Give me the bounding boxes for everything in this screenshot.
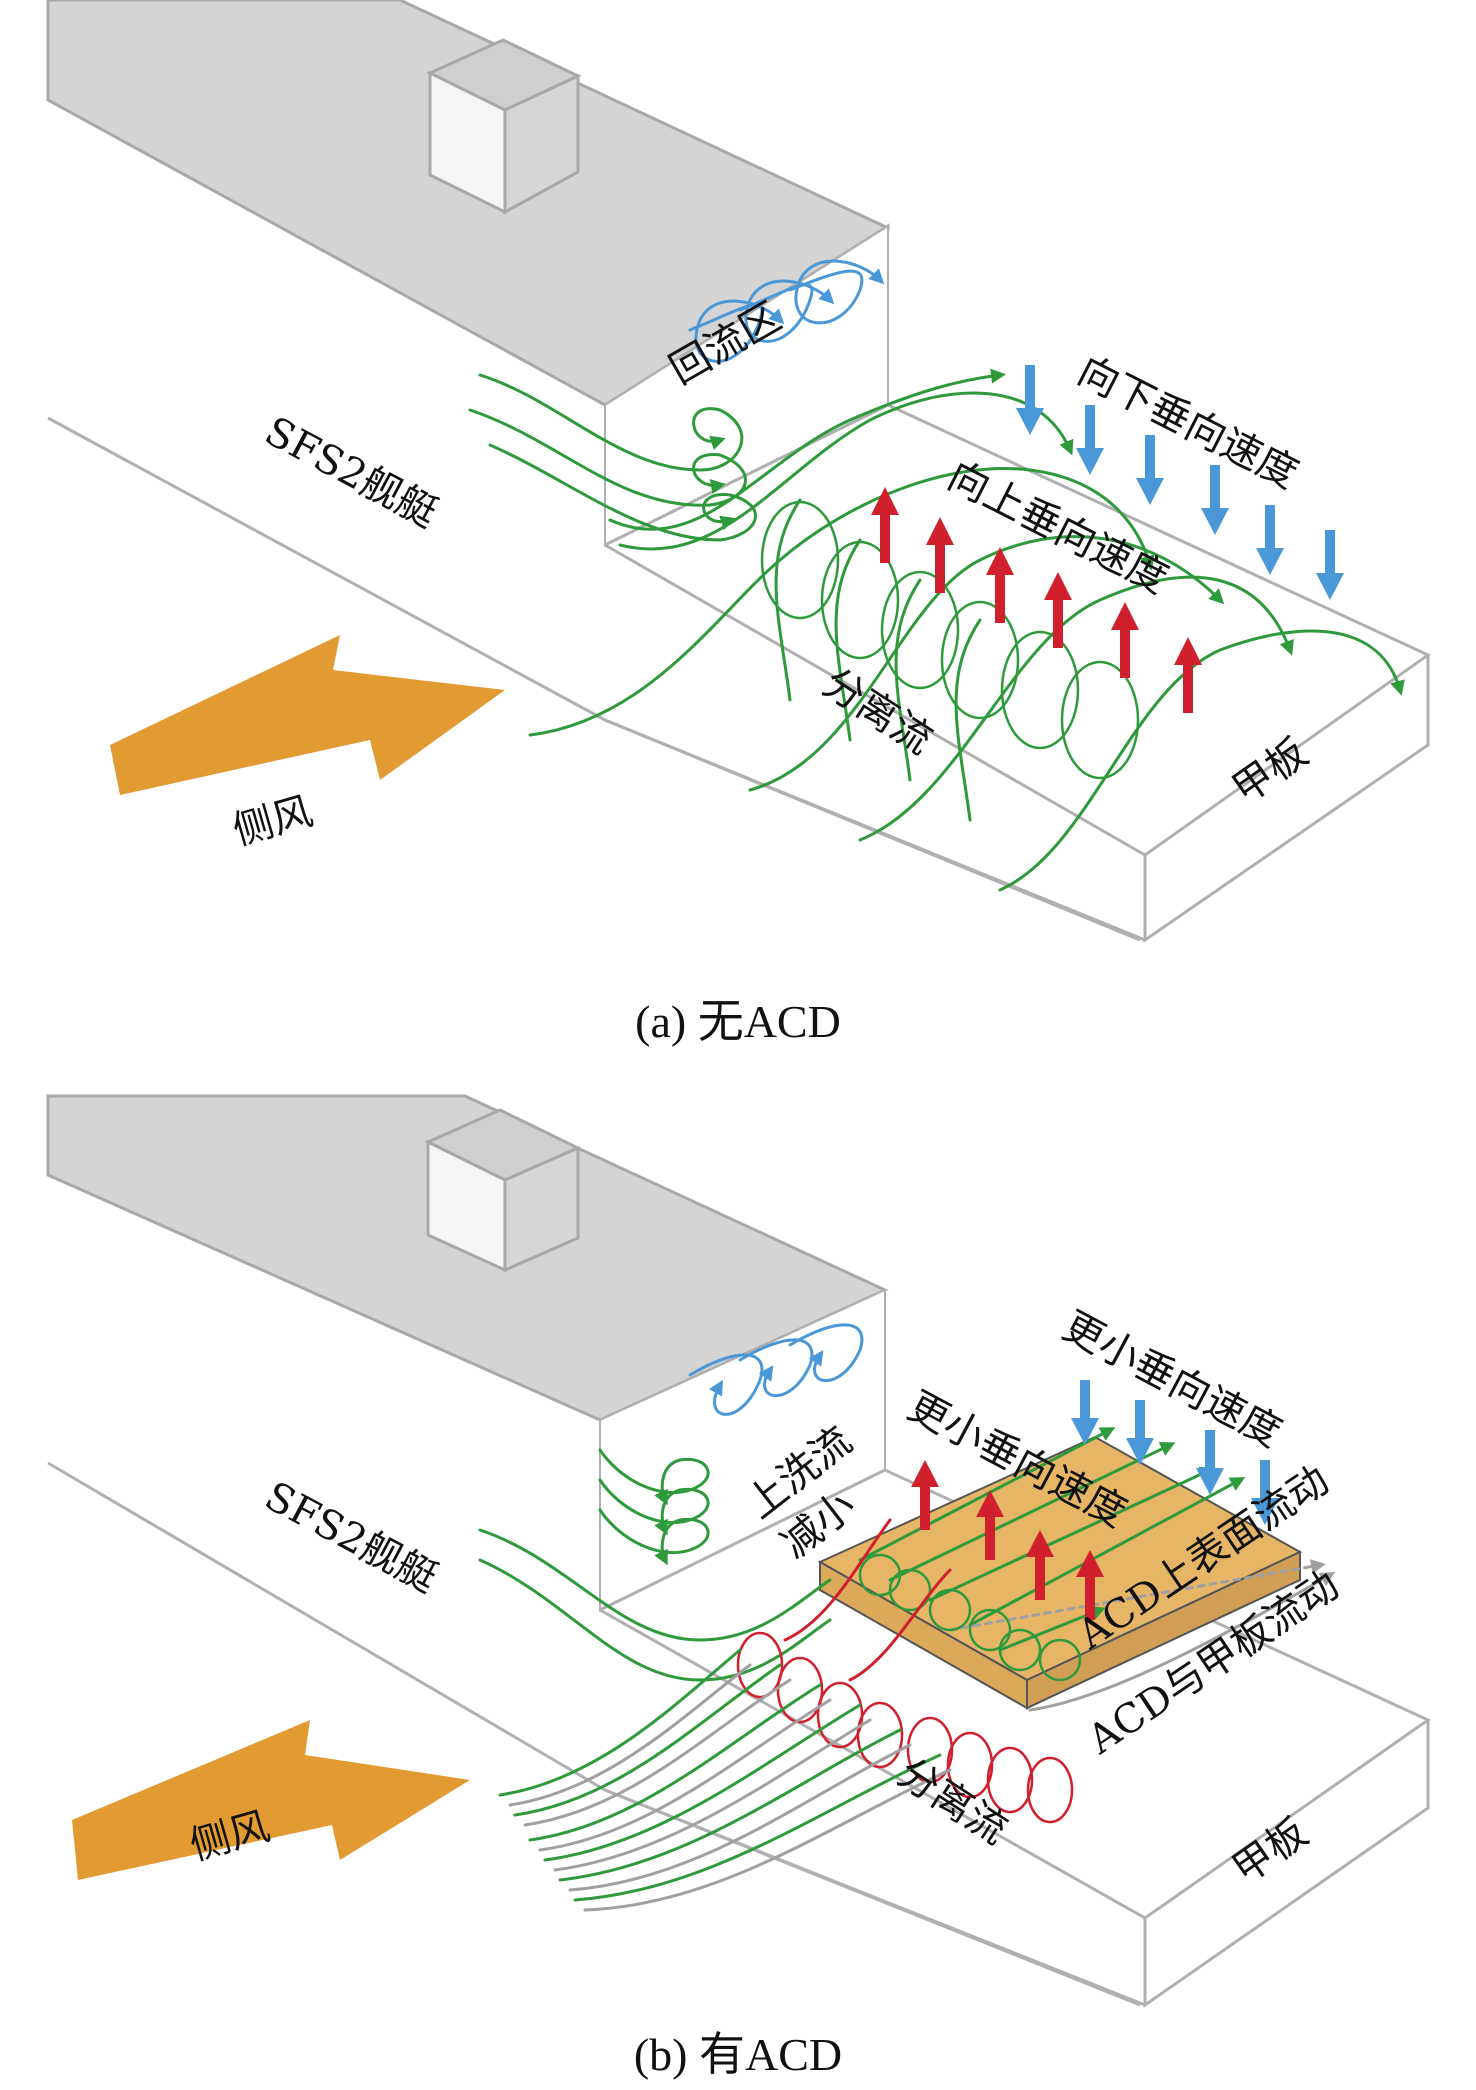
crosswind-label: 侧风 (228, 788, 318, 854)
separated-flow-label-b: 分离流 (890, 1750, 1016, 1854)
ship-label: SFS2舰艇 (257, 408, 445, 537)
hangar-bottom-edge-b (599, 1468, 886, 1612)
acd-small-vortices (858, 1553, 1082, 1682)
recirculation-loops (688, 259, 885, 363)
caption-a: (a) 无ACD (635, 996, 841, 1047)
crosswind-arrow (110, 635, 505, 795)
panel-b: SFS2舰艇 上洗流 减小 更小垂向速度 更小垂向速度 ACD上表面流动 ACD… (46, 1094, 1432, 2008)
deck-front-edge-b (1143, 1720, 1430, 2008)
deck-front-edge (1143, 655, 1430, 943)
deck-side-edge-b (604, 1788, 1146, 2007)
upwash-curves (783, 1518, 952, 1682)
superstructure-box (426, 38, 582, 215)
upward-velocity-arrows (871, 487, 1202, 713)
panel-a: SFS2舰艇 回流区 向下垂向速度 向上垂向速度 分离流 甲板 侧风 (46, 0, 1431, 943)
ship-label-b: SFS2舰艇 (257, 1473, 445, 1602)
upward-velocity-arrows-b (911, 1460, 1104, 1620)
deck-streamlines (528, 368, 1405, 892)
downward-velocity-arrows (1016, 365, 1344, 600)
deck-side-edge (604, 718, 1146, 942)
acd-plate (817, 1435, 1303, 1710)
downward-velocity-arrows-b (1071, 1380, 1279, 1525)
caption-b: (b) 有ACD (633, 2029, 843, 2080)
separation-vortices (760, 498, 1140, 822)
acd-surface-streamlines (858, 1427, 1336, 1712)
crosswind-streamlines-b (498, 1648, 952, 1912)
separation-vortices-b (736, 1631, 1074, 1824)
deck-top-edge (604, 403, 1431, 857)
deck-label-b: 甲板 (1224, 1810, 1316, 1894)
crosswind-arrow-b (72, 1720, 470, 1880)
superstructure-box-b (424, 1108, 582, 1273)
recirculation-loops-b (688, 1323, 864, 1416)
hangar-face-streamlines-b (478, 1448, 832, 1682)
hangar-bottom-edge (604, 403, 889, 547)
downward-velocity-label: 向下垂向速度 (1070, 348, 1305, 498)
